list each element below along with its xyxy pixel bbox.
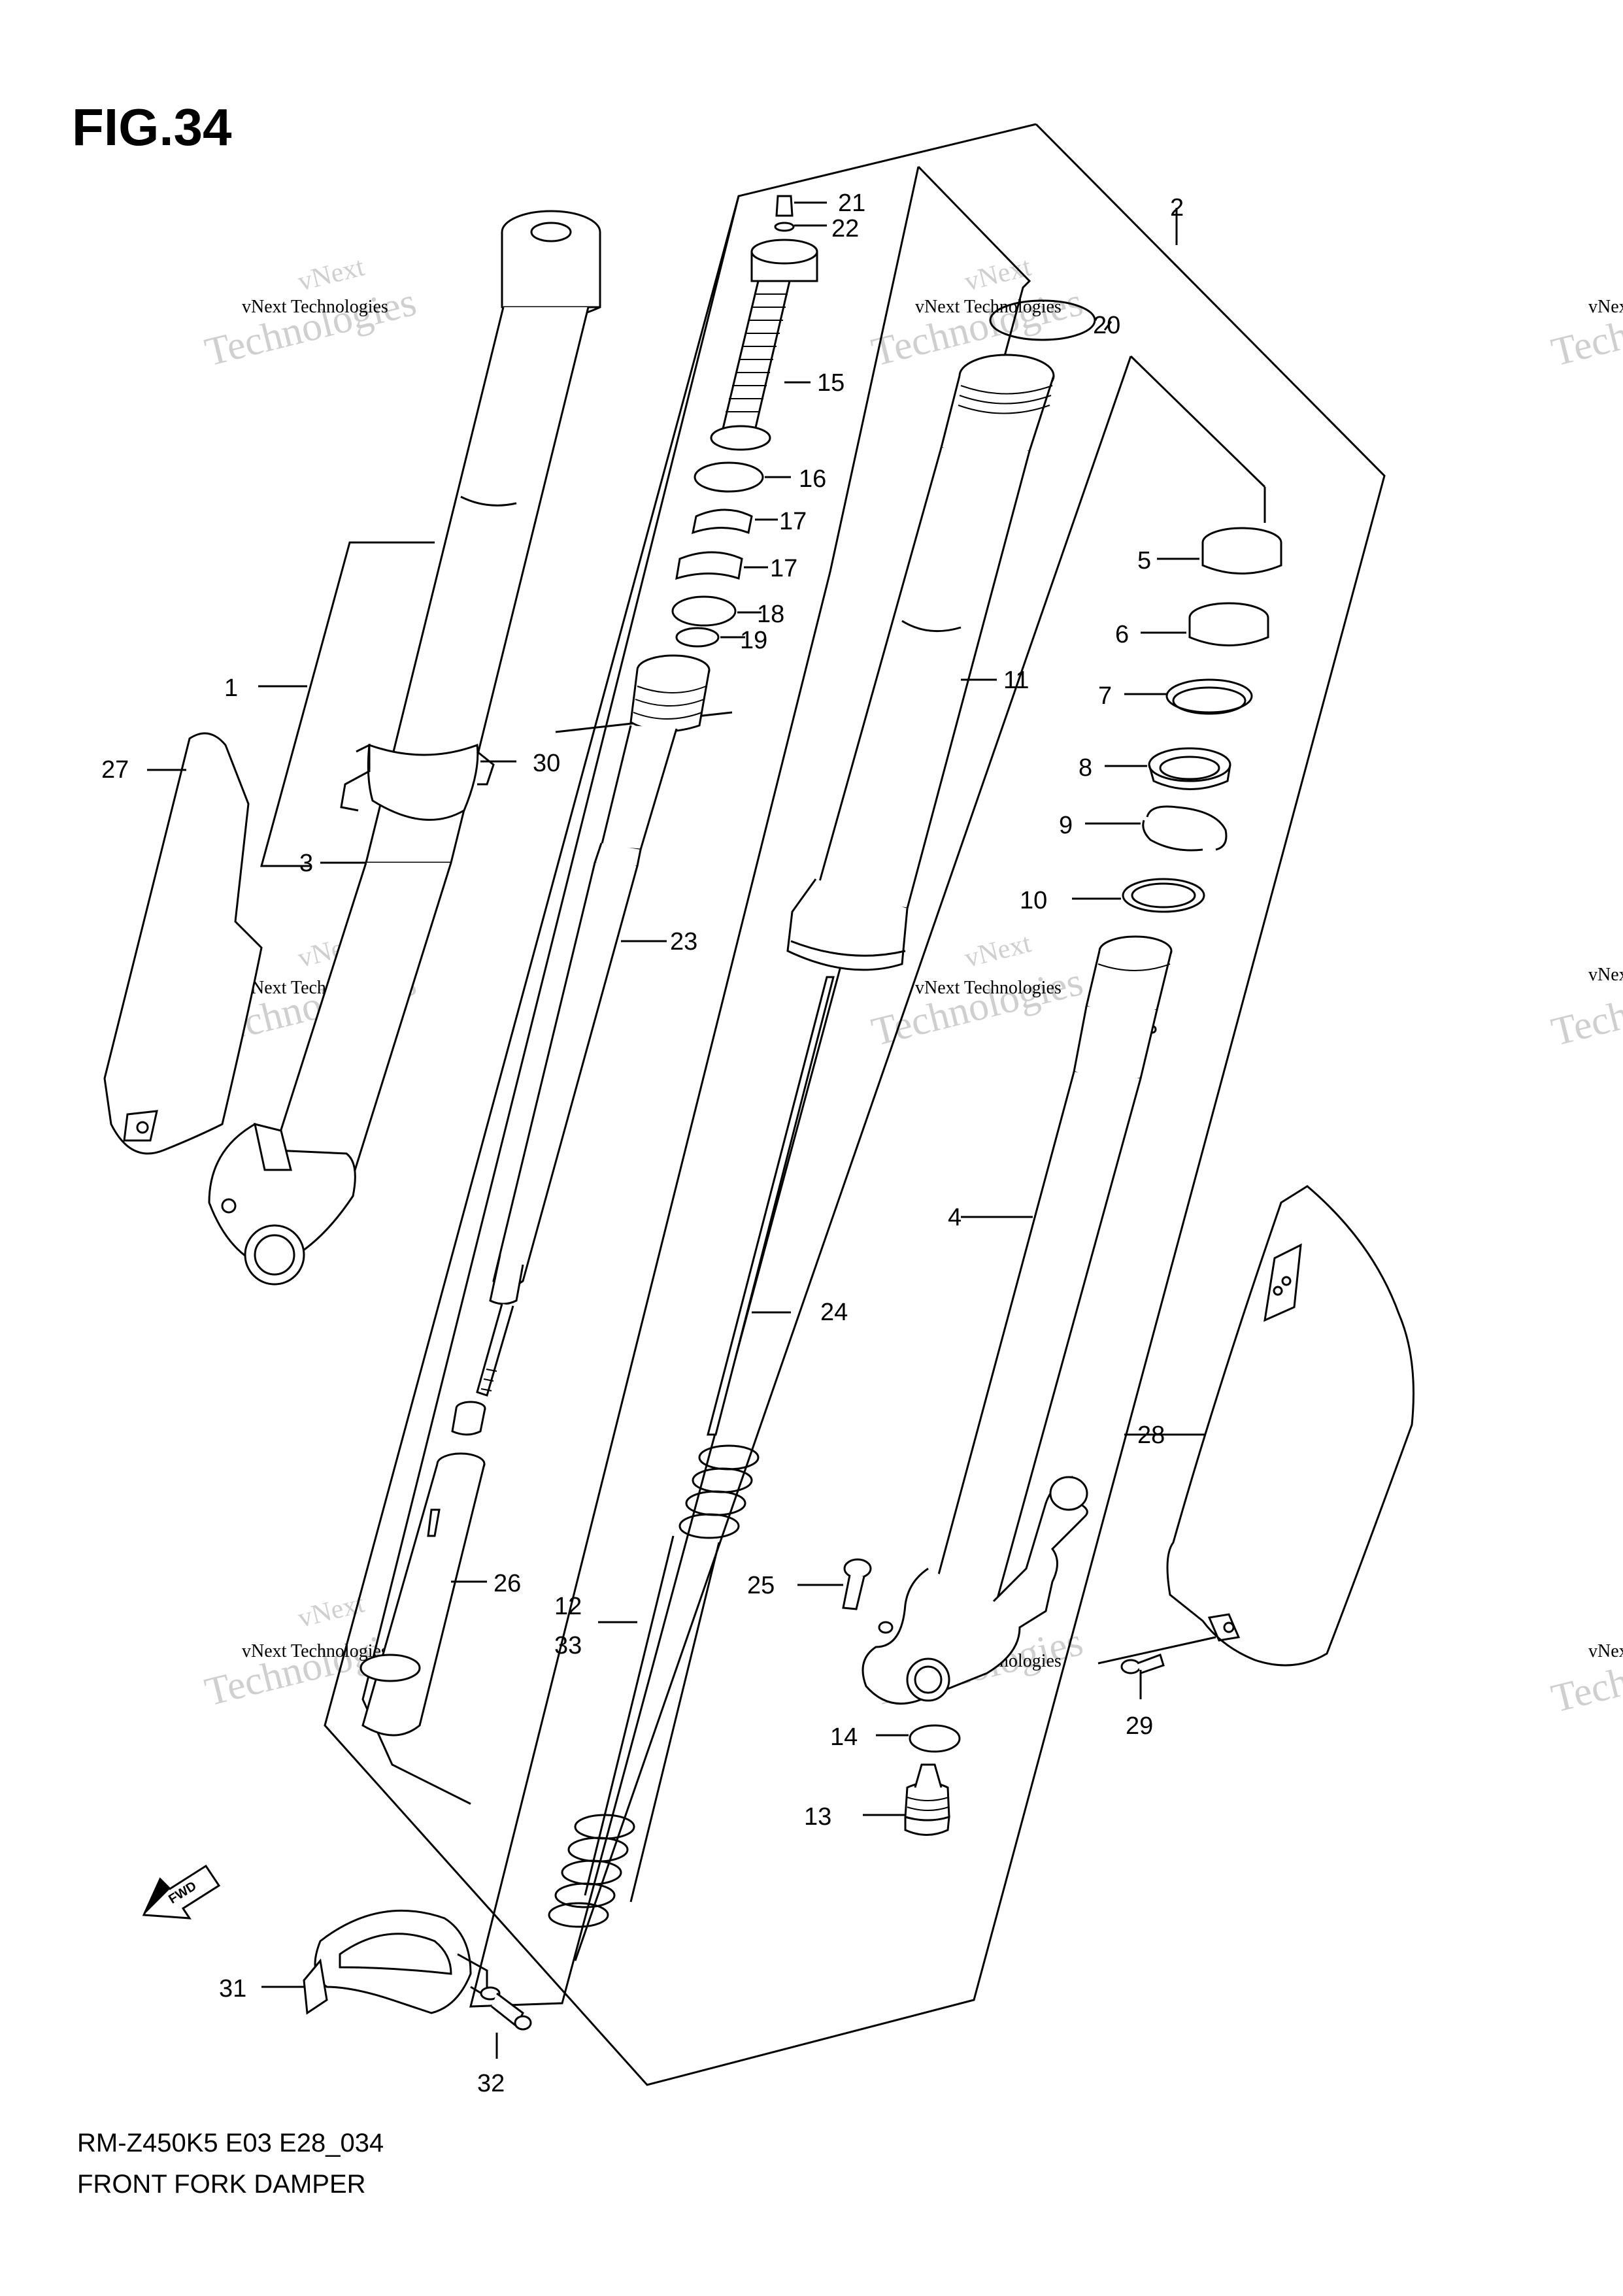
callout-25: 25 — [747, 1572, 775, 1599]
callout-21: 21 — [838, 190, 865, 217]
callout-labels: 1 2 3 4 5 6 7 8 9 10 11 12 33 13 14 15 1… — [101, 190, 1184, 2097]
watermark-8: vNext Technologies Technologies — [1547, 959, 1623, 1055]
callout-10: 10 — [1020, 887, 1047, 914]
fwd-arrow-icon: FWD — [142, 1864, 221, 1920]
push-rod-24 — [707, 976, 835, 1436]
inner-tube-11 — [786, 299, 1096, 971]
leader-lines — [147, 201, 1216, 2059]
callout-14: 14 — [830, 1723, 858, 1751]
bolt-25 — [842, 1558, 872, 1610]
svg-text:Technologies: Technologies — [867, 959, 1087, 1055]
svg-text:vNext Technologies: vNext Technologies — [1588, 297, 1623, 317]
svg-text:vNext: vNext — [295, 252, 367, 297]
clamp-31 — [303, 1909, 488, 2015]
svg-text:vNext Technologies: vNext Technologies — [242, 1641, 388, 1661]
spring-lower — [548, 1814, 635, 1928]
callout-17a: 17 — [779, 508, 807, 535]
callout-8: 8 — [1079, 754, 1092, 782]
callout-1: 1 — [224, 674, 238, 702]
callout-31: 31 — [219, 1975, 246, 2003]
svg-text:vNext Technologies: vNext Technologies — [915, 978, 1062, 998]
watermark-2: vNext Technologies vNext Technologies — [867, 252, 1087, 374]
seals-bushings — [1122, 527, 1282, 913]
callout-4: 4 — [948, 1204, 962, 1231]
svg-text:vNext Technologies: vNext Technologies — [1588, 965, 1623, 985]
fork-guard-left — [103, 732, 263, 1155]
callout-16: 16 — [799, 465, 826, 493]
watermark-9: vNext Technologies Technologies — [1547, 1626, 1623, 1722]
callout-30: 30 — [533, 750, 560, 777]
svg-text:vNext Technologies: vNext Technologies — [1588, 1641, 1623, 1661]
callout-7: 7 — [1098, 682, 1112, 710]
svg-text:vNext: vNext — [962, 928, 1034, 974]
callout-9: 9 — [1059, 812, 1073, 839]
callout-5: 5 — [1137, 547, 1151, 574]
figure-caption: FRONT FORK DAMPER — [77, 2170, 366, 2199]
outline-inner — [469, 165, 1031, 2008]
outline-inner-2 — [1129, 355, 1266, 488]
callout-11: 11 — [1003, 667, 1029, 694]
callout-28: 28 — [1137, 1422, 1165, 1449]
watermark-7: vNext Technologies Technologies — [1547, 280, 1623, 375]
callout-33: 33 — [554, 1632, 582, 1659]
callout-32: 32 — [477, 2070, 505, 2097]
svg-text:vNext Technologies: vNext Technologies — [242, 297, 388, 317]
assembly-outlines — [260, 123, 1386, 2086]
callout-12: 12 — [554, 1593, 582, 1620]
callout-22: 22 — [831, 215, 859, 242]
outer-tube-assembly — [208, 210, 601, 1286]
callout-6: 6 — [1115, 621, 1129, 648]
callout-27: 27 — [101, 756, 129, 784]
spring-12-33 — [548, 1444, 760, 1928]
bolt-32 — [480, 1986, 532, 2031]
spring-upper — [678, 1444, 760, 1539]
svg-text:Technologies: Technologies — [1547, 280, 1623, 375]
model-code: RM-Z450K5 E03 E28_034 — [77, 2129, 384, 2157]
callout-18: 18 — [757, 601, 784, 628]
callout-17b: 17 — [770, 555, 797, 582]
watermark-1: vNext Technologies vNext Technologies — [201, 252, 420, 374]
bracket-part-1 — [260, 541, 435, 867]
bolt-29 — [1120, 1654, 1165, 1674]
callout-24: 24 — [820, 1299, 848, 1326]
damper-assembly — [360, 195, 818, 1737]
valve-13-14 — [904, 1724, 961, 1836]
callout-3: 3 — [299, 850, 313, 877]
fork-guard-right — [1166, 1185, 1414, 1667]
callout-23: 23 — [670, 928, 697, 956]
callout-19: 19 — [740, 627, 767, 654]
figure-title: FIG.34 — [72, 98, 232, 156]
callout-26: 26 — [494, 1570, 521, 1597]
callout-2: 2 — [1170, 194, 1184, 222]
inner-tube-4 — [862, 935, 1173, 1705]
callout-20: 20 — [1093, 312, 1120, 339]
callout-15: 15 — [817, 369, 845, 397]
svg-text:Technologies: Technologies — [1547, 1626, 1623, 1722]
callout-13: 13 — [804, 1803, 831, 1831]
callout-29: 29 — [1126, 1712, 1153, 1740]
outline-inner-3 — [574, 356, 1132, 1961]
